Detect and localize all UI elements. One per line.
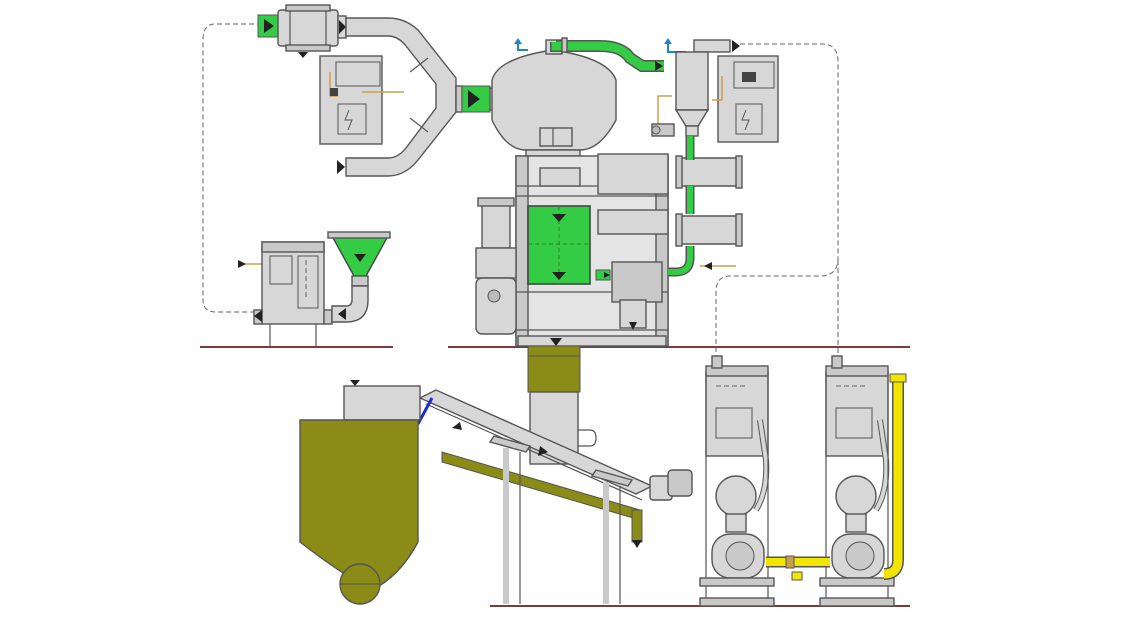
inclined-screw-conveyor xyxy=(416,389,693,604)
yellow-water-line xyxy=(766,373,907,581)
signal-lines xyxy=(202,23,839,360)
vacuum-pump-unit-2 xyxy=(819,355,895,607)
drive-motor xyxy=(475,197,517,335)
green-process-box xyxy=(527,205,591,285)
vacuum-pump-unit-1 xyxy=(699,355,775,607)
inlet-filter-housing xyxy=(257,4,347,58)
storage-silo xyxy=(299,380,421,605)
feed-hopper-station xyxy=(238,231,391,346)
upper-control-cabinet-right xyxy=(712,55,779,143)
upper-control-cabinet-left xyxy=(319,55,404,145)
green-transfer-pipe xyxy=(550,37,664,72)
secondary-cyclone xyxy=(651,38,740,150)
cyclone-separator xyxy=(491,38,617,157)
heat-exchanger-units xyxy=(668,150,743,277)
